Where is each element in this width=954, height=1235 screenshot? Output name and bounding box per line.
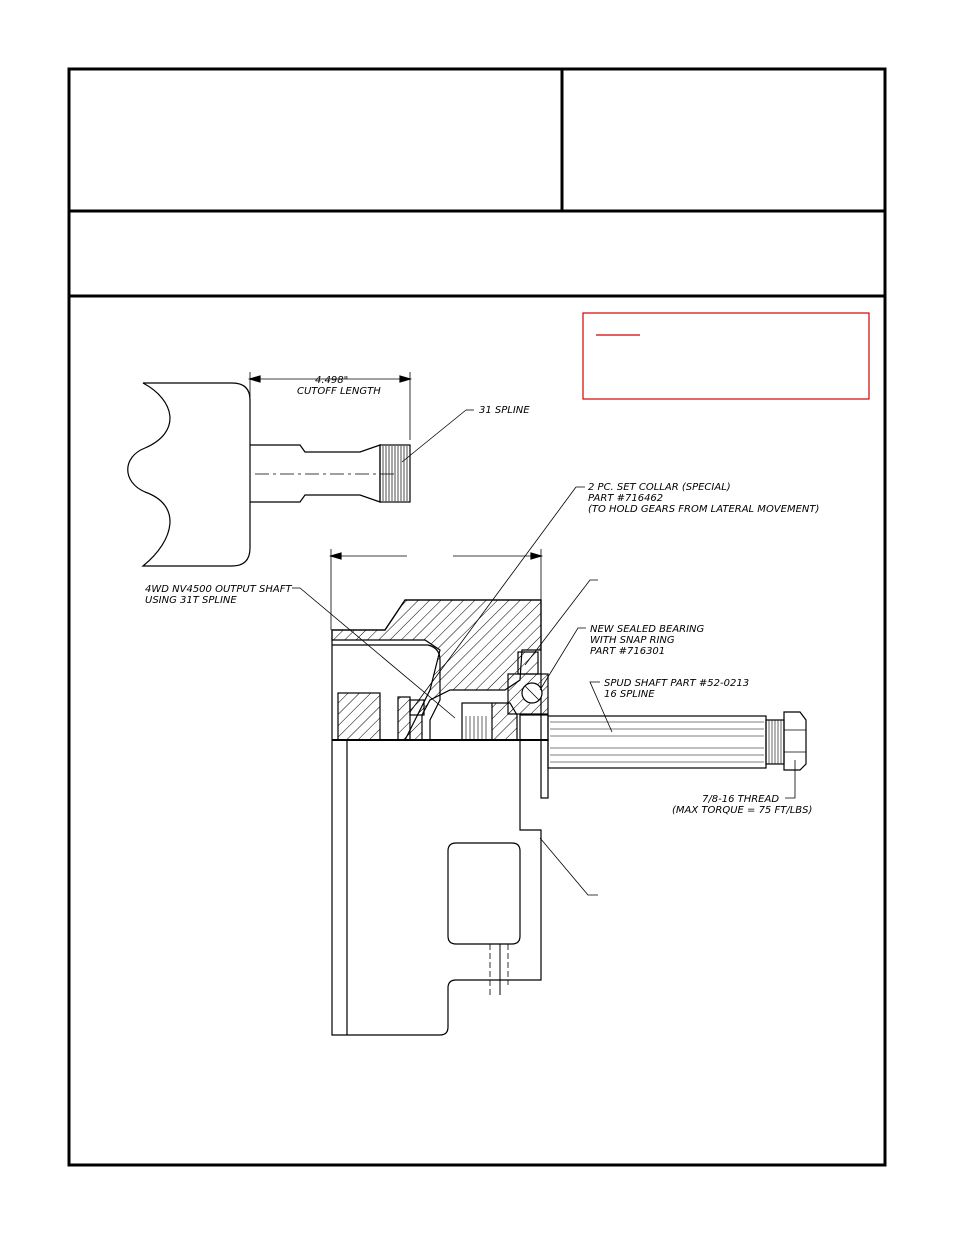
- collar-leader: [409, 486, 585, 713]
- gear-block-mid: [397, 696, 411, 741]
- lower-housing-outline: [331, 630, 542, 1036]
- spud-nut: [783, 711, 807, 771]
- warning-box-frame: [582, 312, 870, 400]
- bearing-leader: [539, 627, 586, 691]
- spline-31-teeth: [382, 446, 408, 501]
- spud-shaft-hub: [519, 714, 549, 741]
- thread-leader: [785, 760, 796, 799]
- dim-caption-label: CUTOFF LENGTH: [297, 386, 381, 397]
- coupler-spline: [461, 702, 493, 741]
- bearing-label-line1: NEW SEALED BEARING: [590, 624, 705, 635]
- coupler-spline-teeth: [465, 716, 487, 740]
- shaft-neck: [250, 444, 381, 503]
- spline-31-label: 31 SPLINE: [479, 405, 530, 416]
- thread-label-line2: (MAX TORQUE = 75 FT/LBS): [672, 805, 812, 816]
- housing-outline: [332, 599, 542, 740]
- output-shaft-label-line2: USING 31T SPLINE: [145, 595, 237, 606]
- collar-label-line2: PART #716462: [588, 493, 663, 504]
- warning-box: [582, 312, 870, 400]
- gear-block-left: [337, 692, 381, 741]
- output-shaft-detail: [127, 372, 474, 567]
- sheet-border: [67, 67, 887, 1167]
- lower-housing-leader: [539, 837, 598, 896]
- collar-label-line1: 2 PC. SET COLLAR (SPECIAL): [588, 482, 731, 493]
- output-shaft-label-line1: 4WD NV4500 OUTPUT SHAFT: [145, 584, 292, 595]
- lower-housing-boss: [447, 842, 521, 945]
- seal-plate: [540, 739, 549, 799]
- assembly-section: [292, 486, 807, 1036]
- shaft-body-outline: [127, 382, 251, 567]
- spud-thread-lines: [768, 720, 782, 764]
- housing-inner-cavity: [332, 644, 441, 740]
- dim-arrow-right: [399, 375, 413, 383]
- dim-arrow-left: [247, 375, 261, 383]
- output-shaft-leader: [292, 587, 456, 719]
- upper-housing-leader: [524, 579, 598, 666]
- bearing-label-line3: PART #716301: [590, 646, 665, 657]
- spud-label-line2: 16 SPLINE: [604, 689, 655, 700]
- set-collar-section: [409, 699, 425, 716]
- dim-value-label: 4.498": [315, 375, 348, 386]
- spud-leader: [589, 681, 613, 733]
- spline-31-section: [379, 444, 411, 503]
- spud-shaft-splines: [550, 721, 764, 763]
- bearing-retainer: [517, 651, 539, 675]
- bearing-label-line2: WITH SNAP RING: [590, 635, 675, 646]
- spline-31-leader: [401, 409, 467, 463]
- title-block: [67, 67, 887, 1167]
- spud-label-line1: SPUD SHAFT PART #52-0213: [604, 678, 749, 689]
- thread-label-line1: 7/8-16 THREAD: [702, 794, 779, 805]
- collar-label-line3: (TO HOLD GEARS FROM LATERAL MOVEMENT): [588, 504, 819, 515]
- spud-shaft-body: [547, 715, 767, 769]
